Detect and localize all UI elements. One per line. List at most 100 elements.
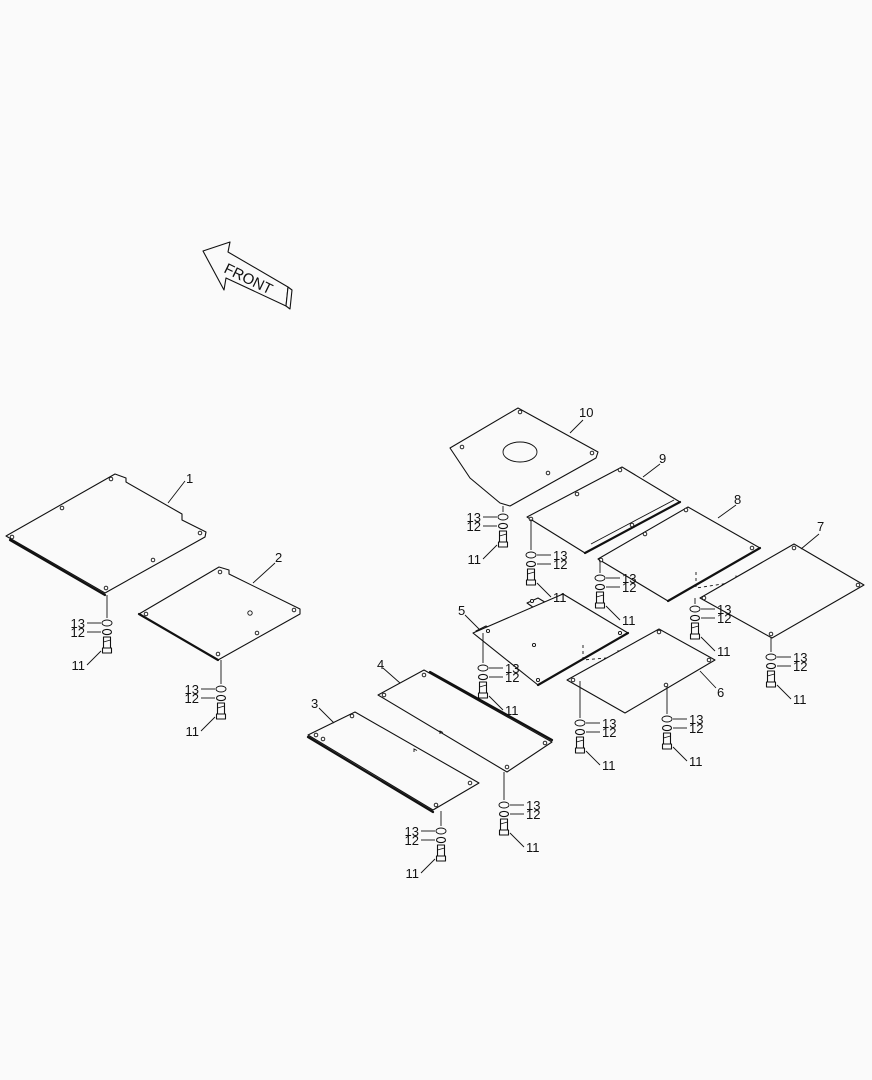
part-label-6: 6 — [717, 685, 724, 700]
bolt-thread-line — [479, 684, 487, 688]
washer-icon — [574, 719, 586, 727]
plate-9 — [526, 466, 682, 555]
part-label-9: 9 — [659, 451, 666, 466]
fastener-leader — [605, 605, 621, 621]
fastener-label: 11 — [505, 703, 519, 718]
fastener-label: 11 — [526, 840, 540, 855]
fastener-leader — [420, 858, 436, 874]
fastener-label: 11 — [72, 658, 86, 673]
bolt-head-icon — [574, 747, 586, 754]
fastener-label: 11 — [793, 692, 807, 707]
bolt-thread-line — [437, 847, 445, 851]
washer-icon — [594, 574, 606, 582]
fastener-label: 12 — [622, 580, 636, 595]
plate-5 — [472, 593, 630, 687]
fastener-label: 12 — [526, 807, 540, 822]
washer-icon — [498, 801, 510, 809]
part-label-10: 10 — [579, 405, 593, 420]
lock-washer-icon — [661, 724, 673, 732]
bolt-head-icon — [594, 602, 606, 609]
bolt-thread-line — [103, 639, 111, 643]
fastener-leader — [482, 544, 498, 560]
lock-washer-icon — [525, 560, 537, 568]
bolt-thread-line — [691, 625, 699, 629]
lock-washer-icon — [574, 728, 586, 736]
lock-washer-icon — [435, 836, 447, 844]
fastener-label: 13 — [526, 798, 540, 813]
fastener-label: 12 — [553, 557, 567, 572]
bolt-head-icon — [689, 633, 701, 640]
plate-8 — [597, 506, 762, 603]
plate-1 — [5, 473, 207, 597]
part-label-3: 3 — [311, 696, 318, 711]
part-label-4: 4 — [377, 657, 384, 672]
plate-7 — [699, 543, 865, 639]
bolt-head-icon — [215, 713, 227, 720]
plate-3 — [306, 711, 480, 814]
fastener-label: 11 — [622, 613, 636, 628]
fastener-leader — [200, 716, 216, 732]
lock-washer-icon — [594, 583, 606, 591]
fastener-label: 12 — [467, 519, 481, 534]
fastener-label: 13 — [505, 661, 519, 676]
fastener-label: 13 — [602, 716, 616, 731]
washer-icon — [215, 685, 227, 693]
fastener-label: 12 — [405, 833, 419, 848]
bolt-thread-line — [527, 571, 535, 575]
fastener-label: 13 — [71, 616, 85, 631]
fastener-label: 12 — [793, 659, 807, 674]
bolt-head-icon — [661, 743, 673, 750]
fastener-label: 13 — [689, 712, 703, 727]
fastener-label: 11 — [468, 552, 482, 567]
plate-4 — [377, 669, 554, 773]
fastener-label: 13 — [622, 571, 636, 586]
bolt-thread-line — [576, 739, 584, 743]
bolt-head-icon — [525, 579, 537, 586]
bolt-head-icon — [477, 692, 489, 699]
bolt-head-icon — [101, 647, 113, 654]
lock-washer-icon — [498, 810, 510, 818]
part-label-2: 2 — [275, 550, 282, 565]
part-labels: 1 2 3 4 5 6 7 8 9 10 — [186, 405, 824, 711]
fastener-label: 12 — [689, 721, 703, 736]
fastener-label: 11 — [553, 590, 567, 605]
plate-10 — [449, 407, 599, 507]
fastener-label: 12 — [602, 725, 616, 740]
fastener-label: 13 — [793, 650, 807, 665]
front-arrow-icon: FRONT — [202, 241, 293, 310]
lock-washer-icon — [497, 522, 509, 530]
washer-icon — [689, 605, 701, 613]
lock-washer-icon — [689, 614, 701, 622]
fastener-leader — [536, 582, 552, 598]
washer-icon — [435, 827, 447, 835]
bolt-head-icon — [765, 681, 777, 688]
fastener-leader — [776, 684, 792, 700]
fastener-label: 12 — [185, 691, 199, 706]
washer-icon — [497, 513, 509, 521]
fastener-leader — [488, 695, 504, 711]
fastener-leader — [509, 832, 525, 848]
fastener-leader — [86, 650, 102, 666]
bolt-thread-line — [596, 594, 604, 598]
plate-6 — [566, 628, 716, 714]
fastener-label: 12 — [71, 625, 85, 640]
fastener-label: 12 — [717, 611, 731, 626]
fastener-label: 13 — [553, 548, 567, 563]
bolt-head-icon — [497, 541, 509, 548]
plate-2 — [137, 566, 301, 662]
fastener-leader — [672, 746, 688, 762]
part-leaders — [167, 419, 820, 724]
